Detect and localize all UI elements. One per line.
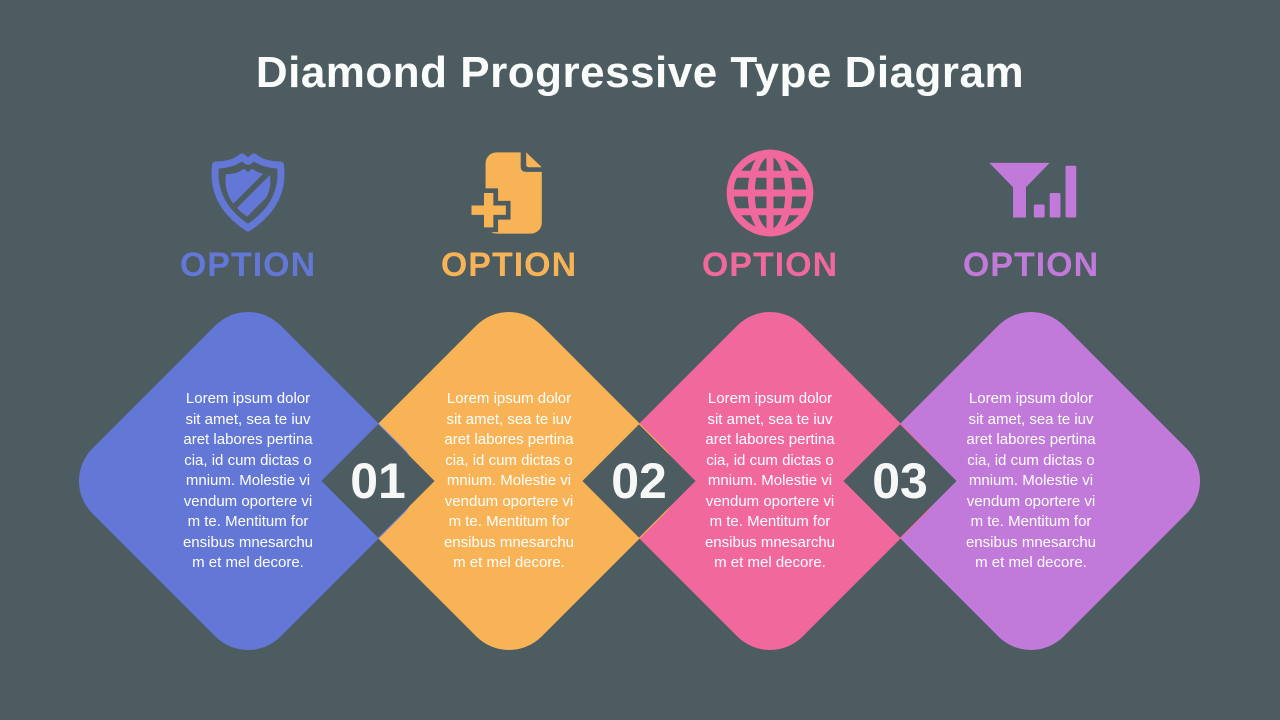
option-label: OPTION bbox=[701, 246, 839, 284]
option-column-4: OPTION Lorem ipsum dolor sit amet, sea t… bbox=[842, 0, 1220, 720]
option-description: Lorem ipsum dolor sit amet, sea te iuv a… bbox=[704, 390, 836, 571]
document-plus-icon bbox=[466, 152, 542, 234]
option-label: OPTION bbox=[962, 246, 1100, 284]
option-description: Lorem ipsum dolor sit amet, sea te iuv a… bbox=[965, 390, 1097, 571]
icon-box-1 bbox=[118, 146, 378, 240]
icon-box-2 bbox=[379, 146, 639, 240]
page-title: Diamond Progressive Type Diagram bbox=[255, 48, 1025, 97]
option-column-3: OPTION Lorem ipsum dolor sit amet, sea t… bbox=[581, 0, 959, 720]
funnel-chart-icon bbox=[989, 162, 1077, 218]
connector-number-3: 03 bbox=[872, 453, 928, 509]
connector-number-2: 02 bbox=[611, 453, 667, 509]
option-column-1: OPTION Lorem ipsum dolor sit amet, sea t… bbox=[59, 0, 437, 720]
connector-number-1: 01 bbox=[350, 453, 406, 509]
option-description: Lorem ipsum dolor sit amet, sea te iuv a… bbox=[182, 390, 314, 571]
globe-icon bbox=[726, 149, 814, 237]
option-column-2: OPTION Lorem ipsum dolor sit amet, sea t… bbox=[320, 0, 698, 720]
option-label: OPTION bbox=[179, 246, 317, 284]
shield-icon bbox=[203, 148, 293, 238]
icon-box-3 bbox=[640, 146, 900, 240]
icon-box-4 bbox=[901, 146, 1161, 240]
option-description: Lorem ipsum dolor sit amet, sea te iuv a… bbox=[443, 390, 575, 571]
option-label: OPTION bbox=[440, 246, 578, 284]
